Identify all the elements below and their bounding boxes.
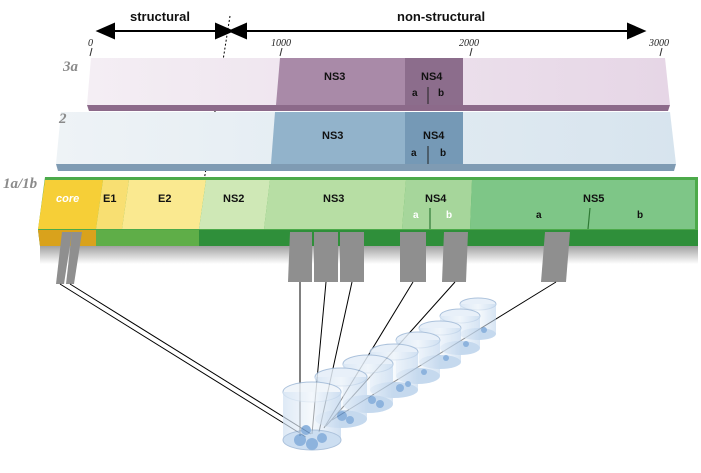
row-3a-ns3: NS3 [324, 71, 346, 83]
tick-label-1000: 1000 [271, 38, 291, 49]
row-label-3a: 3a [63, 59, 78, 75]
row-1-ns2: NS2 [223, 193, 245, 205]
row-3a-ns4: NS4 [421, 71, 443, 83]
row-2-ns4-a: a [411, 148, 417, 159]
row-1-ns5-b: b [637, 210, 644, 221]
row-1-ns5-a: a [536, 210, 542, 221]
segment-ns5 [470, 180, 695, 229]
segment-ns3 [264, 180, 406, 229]
row-2-ns4-b: b [440, 148, 447, 159]
row-1-ns4-b: b [446, 210, 453, 221]
row-1-ns4: NS4 [425, 193, 447, 205]
structural-arrow [95, 22, 235, 40]
segment-core [38, 180, 103, 229]
segment-ns2 [199, 180, 270, 229]
row-2-bar [56, 112, 676, 171]
segment-ns4 [402, 180, 472, 229]
row-1-e2: E2 [158, 193, 172, 205]
row-1-core: core [56, 193, 80, 205]
scale-ticks [89, 47, 663, 57]
row-label-2: 2 [59, 111, 67, 127]
row-1-ns3: NS3 [323, 193, 345, 205]
sample-tubes [282, 297, 497, 451]
row-3a-bar [87, 58, 670, 111]
row-1-bar [38, 177, 698, 246]
row-1-ns5: NS5 [583, 193, 605, 205]
row-2-ns3: NS3 [322, 130, 344, 142]
row-3a-ns4-b: b [438, 88, 445, 99]
segment-e2 [122, 180, 206, 229]
row-1-ns4-a: a [413, 210, 419, 221]
nonstructural-arrow [227, 22, 647, 40]
row-label-1a1b: 1a/1b [3, 176, 38, 192]
nonstructural-label: non-structural [393, 9, 490, 24]
row-3a-ns4-a: a [412, 88, 418, 99]
tick-label-0: 0 [88, 38, 93, 49]
bar-shadow [40, 246, 698, 264]
segment-e1 [96, 180, 129, 229]
row-1-e1: E1 [103, 193, 117, 205]
tick-label-2000: 2000 [459, 38, 479, 49]
fragment-bands [56, 232, 570, 284]
tick-label-3000: 3000 [649, 38, 669, 49]
structural-label: structural [126, 9, 194, 24]
row-2-ns4: NS4 [423, 130, 445, 142]
